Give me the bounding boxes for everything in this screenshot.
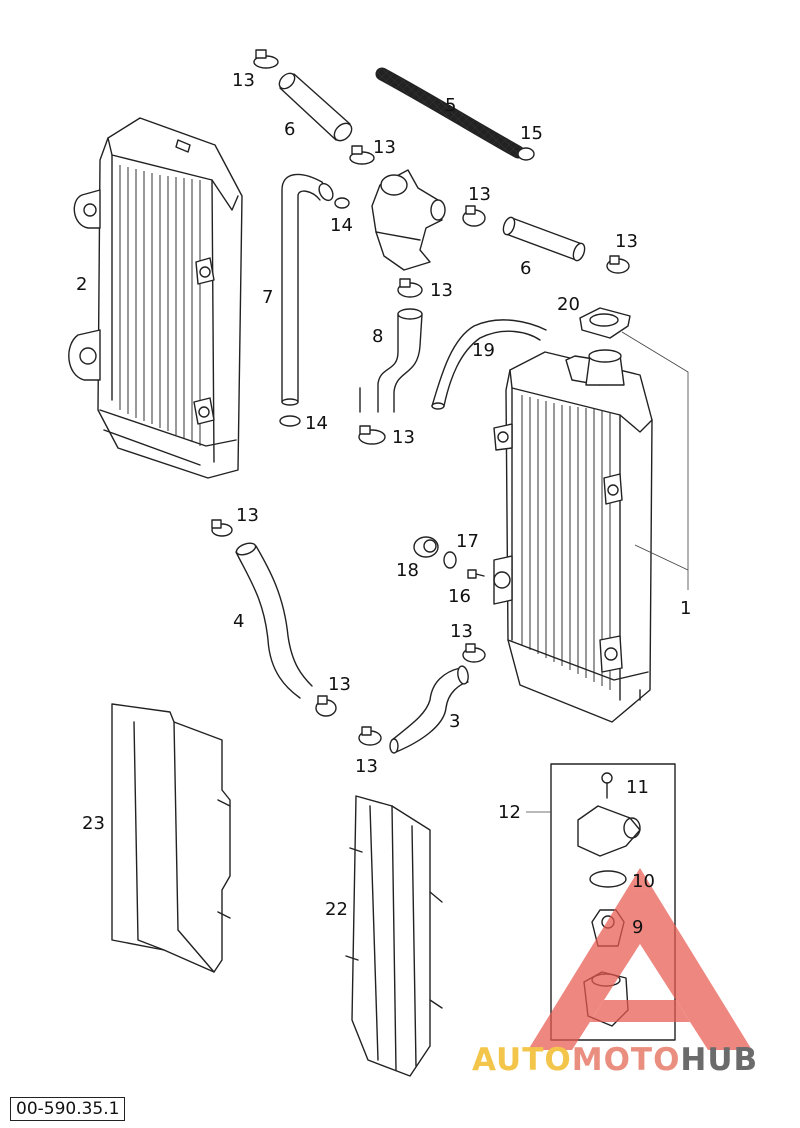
callout-13: 13 <box>392 427 415 448</box>
hose-clamp <box>279 415 301 427</box>
watermark-part-hub: HUB <box>680 1042 759 1078</box>
hose-clamps <box>211 49 630 746</box>
hose-6-right <box>502 216 586 262</box>
callout-13: 13 <box>355 756 378 777</box>
callout-6: 6 <box>284 119 295 140</box>
callout-13: 13 <box>615 231 638 252</box>
callout-6: 6 <box>520 258 531 279</box>
hose-clamp <box>334 197 350 209</box>
callout-8: 8 <box>372 326 383 347</box>
callout-12: 12 <box>498 802 521 823</box>
hose-clamp <box>349 145 375 165</box>
watermark-part-moto: MOTO <box>571 1042 681 1078</box>
callout-13: 13 <box>430 280 453 301</box>
water-pump <box>371 169 446 271</box>
hose-clamp <box>315 695 337 717</box>
callout-1: 1 <box>680 598 691 619</box>
right-radiator <box>493 349 653 723</box>
left-radiator <box>68 117 243 479</box>
callout-23: 23 <box>82 813 105 834</box>
callout-14: 14 <box>330 215 353 236</box>
callout-18: 18 <box>396 560 419 581</box>
hose-3 <box>389 665 469 754</box>
grommet-18 <box>413 536 439 558</box>
radiator-guard-22 <box>345 795 443 1077</box>
o-ring-10 <box>589 870 627 888</box>
screw-16 <box>467 569 485 579</box>
watermark-brand-text: AUTOMOTOHUB <box>472 1042 758 1078</box>
callout-13: 13 <box>328 674 351 695</box>
callout-13: 13 <box>232 70 255 91</box>
callout-10: 10 <box>632 871 655 892</box>
watermark-logo <box>528 868 752 1050</box>
hose-clamp <box>517 147 535 161</box>
callout-11: 11 <box>626 777 649 798</box>
hose-5-braided <box>375 67 525 159</box>
hose-clamp <box>462 205 486 227</box>
callout-13: 13 <box>450 621 473 642</box>
hose-6-upper <box>278 72 353 142</box>
callout-14: 14 <box>305 413 328 434</box>
callout-2: 2 <box>76 274 87 295</box>
hose-clamp <box>397 278 423 298</box>
hose-clamp <box>462 643 486 663</box>
thermostat-housing <box>577 805 641 857</box>
washer-17 <box>443 551 457 569</box>
callout-9: 9 <box>632 917 643 938</box>
callout-7: 7 <box>262 287 273 308</box>
radiator-shroud-23 <box>111 703 231 973</box>
callout-4: 4 <box>233 611 244 632</box>
hose-4 <box>235 542 313 699</box>
hose-clamp <box>211 519 233 537</box>
callout-17: 17 <box>456 531 479 552</box>
screw-11 <box>601 772 613 799</box>
callout-3: 3 <box>449 711 460 732</box>
callout-13: 13 <box>468 184 491 205</box>
callout-19: 19 <box>472 340 495 361</box>
watermark-part-auto: AUTO <box>472 1042 572 1078</box>
callout-13: 13 <box>373 137 396 158</box>
callout-20: 20 <box>557 294 580 315</box>
callout-22: 22 <box>325 899 348 920</box>
hose-7 <box>281 173 334 406</box>
drawing-number: 00-590.35.1 <box>10 1097 126 1121</box>
hose-19 <box>431 319 547 410</box>
callout-5: 5 <box>445 95 456 116</box>
hose-8 <box>359 308 423 413</box>
hose-clamp <box>358 726 382 746</box>
hose-clamp <box>253 49 279 69</box>
radiator-cap-20 <box>579 307 631 339</box>
callout-15: 15 <box>520 123 543 144</box>
callout-labels: 13 6 5 15 13 14 13 6 13 2 7 13 20 8 19 1… <box>76 70 691 938</box>
hose-clamp <box>606 255 630 274</box>
callout-13: 13 <box>236 505 259 526</box>
callout-16: 16 <box>448 586 471 607</box>
hose-clamp <box>358 425 386 445</box>
